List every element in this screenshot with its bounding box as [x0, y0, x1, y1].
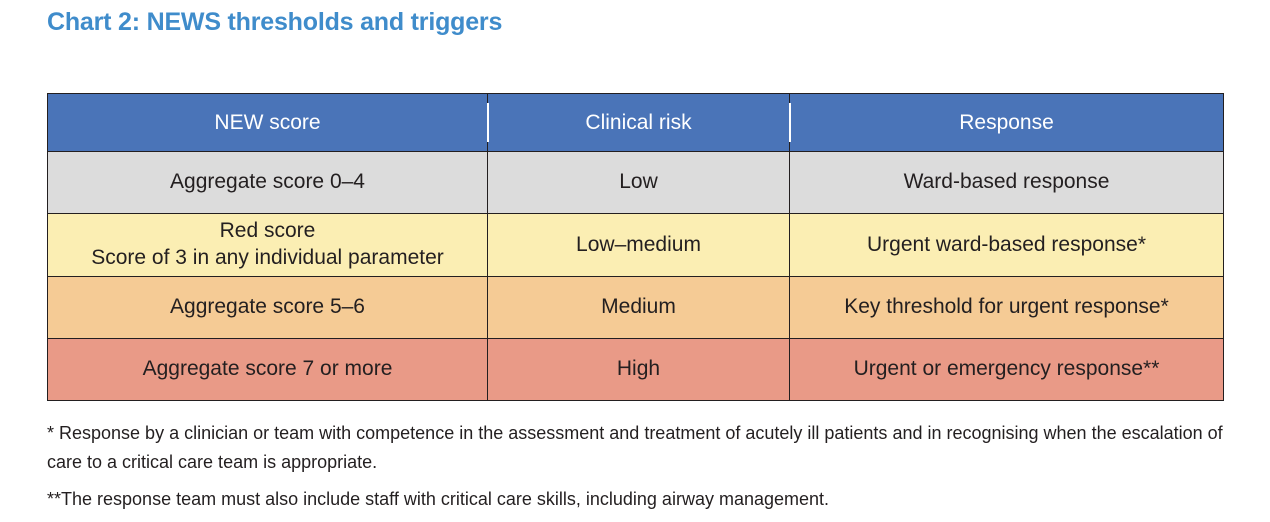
- cell-response: Ward-based response: [789, 151, 1224, 214]
- column-header-clinical-risk: Clinical risk: [487, 93, 790, 152]
- score-line: Aggregate score 5–6: [170, 295, 365, 319]
- score-line: Aggregate score 0–4: [170, 170, 365, 194]
- score-line: Score of 3 in any individual parameter: [91, 246, 444, 269]
- score-line: Aggregate score 7 or more: [142, 357, 393, 381]
- cell-clinical-risk: Low–medium: [487, 213, 790, 277]
- column-header-response: Response: [789, 93, 1224, 152]
- cell-response: Urgent ward-based response*: [789, 213, 1224, 277]
- cell-new-score: Red score Score of 3 in any individual p…: [47, 213, 488, 277]
- header-row: NEW score Clinical risk Response: [47, 93, 1224, 152]
- cell-response: Key threshold for urgent response*: [789, 276, 1224, 339]
- page-title: Chart 2: NEWS thresholds and triggers: [47, 8, 503, 36]
- footnotes: * Response by a clinician or team with c…: [47, 419, 1227, 514]
- table-row: Aggregate score 0–4 Low Ward-based respo…: [47, 151, 1224, 214]
- cell-new-score: Aggregate score 0–4: [47, 151, 488, 214]
- cell-clinical-risk: Medium: [487, 276, 790, 339]
- cell-response: Urgent or emergency response**: [789, 338, 1224, 401]
- table-body: Aggregate score 0–4 Low Ward-based respo…: [47, 151, 1224, 401]
- cell-new-score: Aggregate score 7 or more: [47, 338, 488, 401]
- news-thresholds-table: NEW score Clinical risk Response Aggrega…: [47, 93, 1224, 401]
- table-row: Aggregate score 5–6 Medium Key threshold…: [47, 276, 1224, 339]
- table-row: Aggregate score 7 or more High Urgent or…: [47, 338, 1224, 401]
- score-line: Red score: [219, 219, 316, 243]
- cell-clinical-risk: Low: [487, 151, 790, 214]
- table-header: NEW score Clinical risk Response: [47, 93, 1224, 152]
- footnote-double-asterisk: **The response team must also include st…: [47, 489, 830, 510]
- table-row: Red score Score of 3 in any individual p…: [47, 213, 1224, 277]
- footnote-single-asterisk: * Response by a clinician or team with c…: [47, 423, 1223, 473]
- cell-new-score: Aggregate score 5–6: [47, 276, 488, 339]
- cell-clinical-risk: High: [487, 338, 790, 401]
- column-header-new-score: NEW score: [47, 93, 488, 152]
